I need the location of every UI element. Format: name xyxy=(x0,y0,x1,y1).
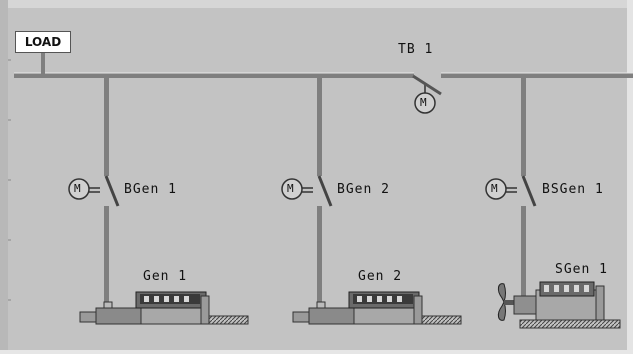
feeder-1-line xyxy=(104,78,109,306)
breaker-label-bgen-2: BGen 2 xyxy=(337,182,390,197)
breaker-bsgen-1[interactable] xyxy=(485,175,537,207)
tie-breaker-switch[interactable] xyxy=(412,74,442,114)
shaft-generator-icon[interactable] xyxy=(497,281,621,329)
diesel-generator-icon[interactable] xyxy=(292,291,462,325)
feeder-3-line xyxy=(521,78,526,301)
feeder-2-line xyxy=(317,78,322,306)
window-bottom-edge xyxy=(0,350,633,354)
motor-icon: M xyxy=(491,182,498,195)
diesel-generator-icon[interactable] xyxy=(79,291,249,325)
motor-icon: M xyxy=(287,182,294,195)
tie-breaker-label: TB 1 xyxy=(398,42,434,57)
window-top-edge xyxy=(0,0,633,8)
load-connector xyxy=(41,53,45,74)
load-label[interactable]: LOAD xyxy=(15,31,71,53)
generator-label-sgen-1: SGen 1 xyxy=(555,262,608,277)
main-bus-right xyxy=(441,72,633,78)
window-left-edge xyxy=(0,0,8,354)
main-bus-left xyxy=(14,72,414,78)
breaker-label-bgen-1: BGen 1 xyxy=(124,182,177,197)
frame-ticks xyxy=(8,59,11,301)
generator-label-gen-1: Gen 1 xyxy=(143,269,188,284)
breaker-bgen-1[interactable] xyxy=(68,175,120,207)
tie-breaker-motor-icon: M xyxy=(420,96,427,109)
generator-label-gen-2: Gen 2 xyxy=(358,269,403,284)
breaker-bgen-2[interactable] xyxy=(281,175,333,207)
motor-icon: M xyxy=(74,182,81,195)
window-right-edge xyxy=(627,0,633,354)
breaker-label-bsgen-1: BSGen 1 xyxy=(542,182,604,197)
